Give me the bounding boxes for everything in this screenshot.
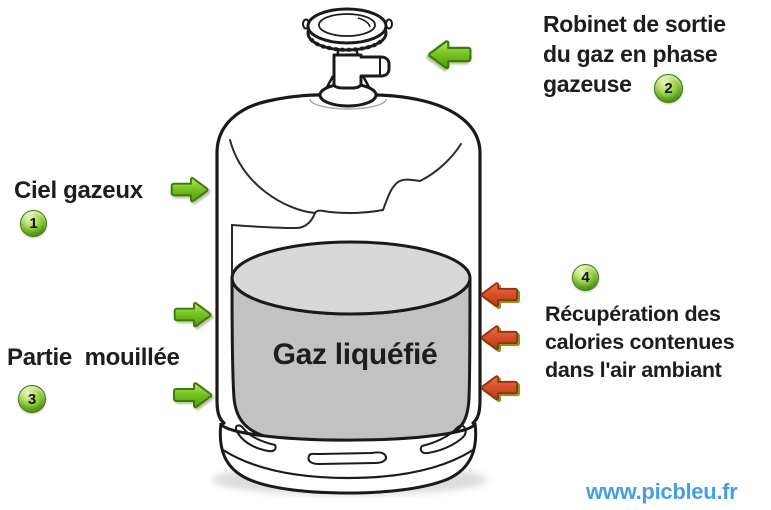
foot-ring-slots bbox=[234, 424, 467, 466]
foot-ring bbox=[218, 422, 478, 495]
arrow-calories-2-icon bbox=[481, 322, 519, 353]
arrow-ciel-gazeux-icon bbox=[167, 176, 211, 203]
foot-ring-mid-rim bbox=[222, 449, 474, 480]
arrow-robinet-icon bbox=[428, 39, 473, 70]
badge-2: 2 bbox=[654, 74, 683, 103]
ciel-gazeux-label: Ciel gazeux bbox=[14, 177, 143, 204]
badge-4: 4 bbox=[572, 264, 599, 291]
robinet-sortie-label: Robinet de sortie du gaz en phase gazeus… bbox=[543, 11, 726, 97]
badge-3: 3 bbox=[18, 385, 46, 413]
partie-mouillee-label: Partie mouillée bbox=[7, 344, 180, 371]
site-watermark: www.picbleu.fr bbox=[586, 479, 738, 504]
arrow-calories-3-icon bbox=[481, 371, 519, 404]
valve bbox=[302, 7, 393, 108]
recuperation-calories-label: Récupération des calories contenues dans… bbox=[545, 302, 735, 382]
liquid-surface bbox=[230, 240, 472, 316]
arrow-partie-mouillee-upper-icon bbox=[168, 301, 216, 328]
arrow-calories-1-icon bbox=[481, 279, 519, 310]
gaz-liquefie-label: Gaz liquéfié bbox=[272, 338, 438, 371]
arrow-partie-mouillee-lower-icon bbox=[168, 381, 216, 409]
interior-lines bbox=[229, 139, 462, 275]
badge-1: 1 bbox=[20, 210, 47, 237]
